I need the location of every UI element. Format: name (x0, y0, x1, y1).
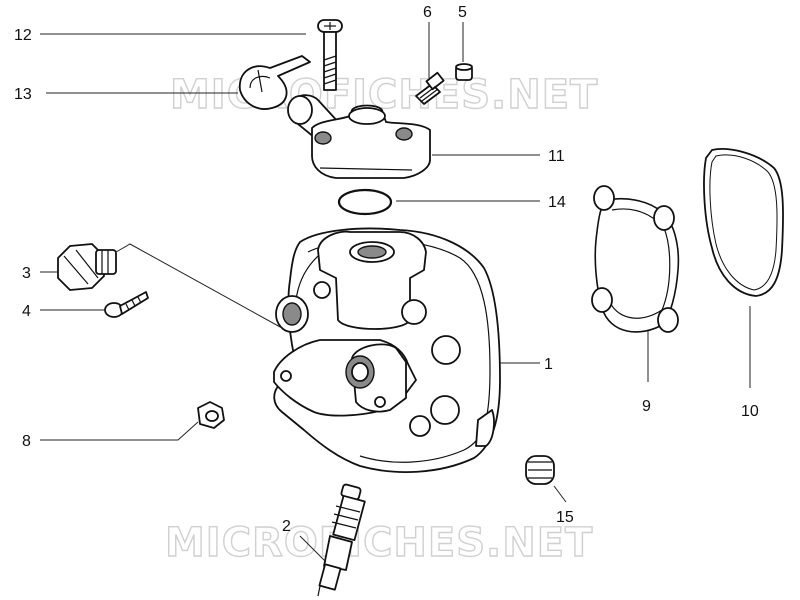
part-14-o-ring (337, 188, 393, 216)
part-3-plug (57, 243, 117, 291)
callout-4: 4 (22, 303, 31, 320)
callout-12: 12 (14, 27, 32, 44)
callout-14: 14 (548, 194, 566, 211)
callout-5: 5 (458, 4, 467, 21)
part-15-grommet (525, 455, 555, 485)
part-5-cap (455, 63, 473, 81)
callout-15: 15 (556, 509, 574, 526)
callout-13: 13 (14, 86, 32, 103)
part-11-intake-elbow (287, 94, 431, 179)
callout-8: 8 (22, 433, 31, 450)
part-4-screw (104, 291, 149, 318)
part-9-gasket (591, 185, 680, 333)
leader-lines (40, 22, 751, 563)
part-10-gasket (703, 148, 784, 297)
part-8-nut (197, 401, 225, 429)
part-1-cylinder-head (273, 227, 501, 473)
callout-3: 3 (22, 265, 31, 282)
watermark-bottom: MICROFICHES.NET (165, 520, 593, 566)
callout-10: 10 (741, 403, 759, 420)
callout-2: 2 (282, 518, 291, 535)
part-2-spark-plug (317, 483, 366, 597)
part-13-clamp (239, 55, 311, 110)
callout-9: 9 (642, 398, 651, 415)
watermark-top: MICROFICHES.NET (170, 72, 598, 118)
callout-6: 6 (423, 4, 432, 21)
part-6-fitting (415, 71, 445, 105)
callout-1: 1 (544, 356, 553, 373)
callouts: 12 13 6 5 11 14 3 4 1 8 9 10 15 2 (14, 4, 759, 535)
callout-11: 11 (548, 148, 565, 165)
part-12-screw (317, 19, 343, 91)
